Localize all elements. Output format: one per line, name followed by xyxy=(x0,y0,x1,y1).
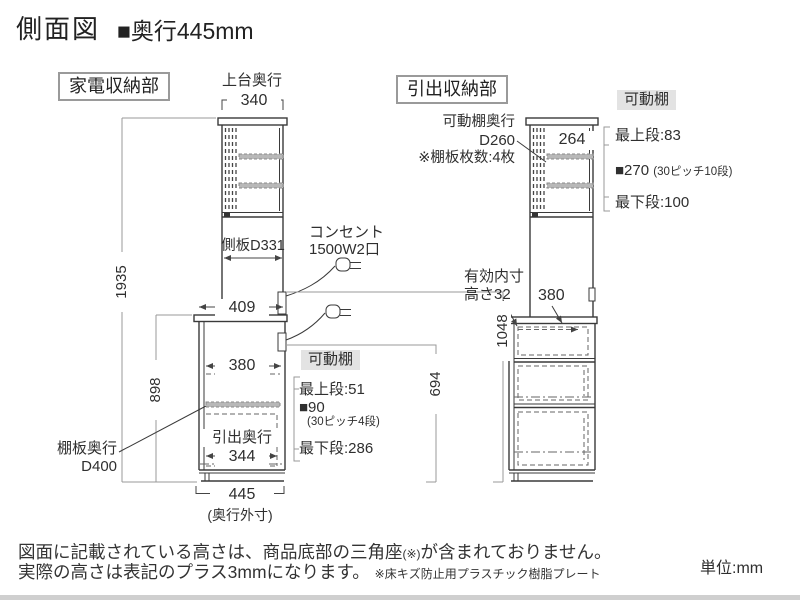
outer-depth-note: (奥行外寸) xyxy=(207,507,273,523)
right-shelf-depth-label-1: 可動棚奥行 xyxy=(442,114,516,130)
left-cabinet-drawing xyxy=(193,117,361,482)
plug-icon-lower xyxy=(285,304,351,341)
shelf-range-note-left: (30ピッチ4段) xyxy=(307,416,380,428)
shelf-top-right: 最上段:83 xyxy=(615,127,681,144)
footer-divider-bar xyxy=(0,595,800,600)
drawer-depth-label: 引出奥行 xyxy=(200,429,284,447)
footer-note-line1: 図面に記載されている高さは、商品底部の三角座(※)が含まれておりません。 xyxy=(18,542,611,563)
movable-shelf-tag-right: 可動棚 xyxy=(617,90,677,110)
dim-1935: 1935 xyxy=(113,252,130,312)
shelf-range-right: ■270 (30ピッチ10段) xyxy=(615,162,733,180)
shelf-range-note-right: (30ピッチ10段) xyxy=(653,166,733,178)
dim-445: 445 xyxy=(210,486,274,505)
outlet-label-line2: 1500W2口 xyxy=(309,241,380,258)
shelf-top-left: 最上段:51 xyxy=(299,381,365,398)
right-cabinet-drawing xyxy=(504,117,599,482)
shelf-bottom-right: 最下段:100 xyxy=(615,194,690,211)
footer-note-line2: 実際の高さは表記のプラス3mmになります。 ※床キズ防止用プラスチック樹脂プレー… xyxy=(18,562,601,583)
dim-694: 694 xyxy=(427,354,444,414)
note1-text: 図面に記載されている高さは、商品底部の三角座 xyxy=(18,542,403,562)
shelf-depth-label-1: 棚板奥行 xyxy=(56,440,117,457)
note1-mark: (※) xyxy=(402,547,421,561)
overall-depth-label: ■奥行445mm xyxy=(117,18,254,44)
right-upper-shelf-2 xyxy=(546,182,594,189)
note2-small-text: ※床キズ防止用プラスチック樹脂プレート xyxy=(374,567,601,581)
outlet-box-upper xyxy=(277,291,287,315)
side-panel-label: 側板D331 xyxy=(221,238,285,254)
page-title: 側面図 xyxy=(16,14,101,44)
left-section-label: 家電収納部 xyxy=(58,72,170,102)
dim-264: 264 xyxy=(545,131,599,150)
right-section-label: 引出収納部 xyxy=(396,75,508,105)
dim-380-right: 380 xyxy=(538,287,565,304)
shelf-bottom-left: 最下段:286 xyxy=(299,440,374,457)
plug-icon-upper xyxy=(285,257,361,297)
right-shelf-count-note: ※棚板枚数:4枚 xyxy=(418,150,515,166)
left-upper-shelf-2 xyxy=(238,182,284,189)
outlet-label-line1: コンセント xyxy=(309,224,385,241)
outlet-box-right xyxy=(588,287,596,302)
left-upper-shelf-1 xyxy=(238,153,284,160)
dim-1048: 1048 xyxy=(494,301,511,361)
dim-380-left: 380 xyxy=(215,357,269,376)
dim-409: 409 xyxy=(215,299,269,318)
dim-898: 898 xyxy=(147,360,164,420)
inner-height-label-2: 高さ32 xyxy=(464,286,511,303)
inner-height-label-1: 有効内寸 xyxy=(464,268,525,285)
dim-344: 344 xyxy=(215,448,269,467)
unit-label: 単位:mm xyxy=(700,560,764,577)
movable-shelf-tag-left: 可動棚 xyxy=(301,350,361,370)
note2-text: 実際の高さは表記のプラス3mmになります。 xyxy=(18,562,370,582)
left-lower-shelf xyxy=(205,401,281,408)
note1-text-2: が含まれておりません。 xyxy=(420,542,612,562)
shelf-range-left: ■90 xyxy=(299,399,325,416)
right-shelf-depth-label-2: D260 xyxy=(479,132,515,149)
top-depth-label: 上台奥行 xyxy=(221,72,282,89)
outlet-box-lower xyxy=(277,332,287,352)
dim-340: 340 xyxy=(227,92,281,111)
shelf-depth-label-2: D400 xyxy=(81,458,117,475)
shelf-range-value: ■270 xyxy=(615,162,650,179)
right-upper-shelf-1 xyxy=(546,153,594,160)
